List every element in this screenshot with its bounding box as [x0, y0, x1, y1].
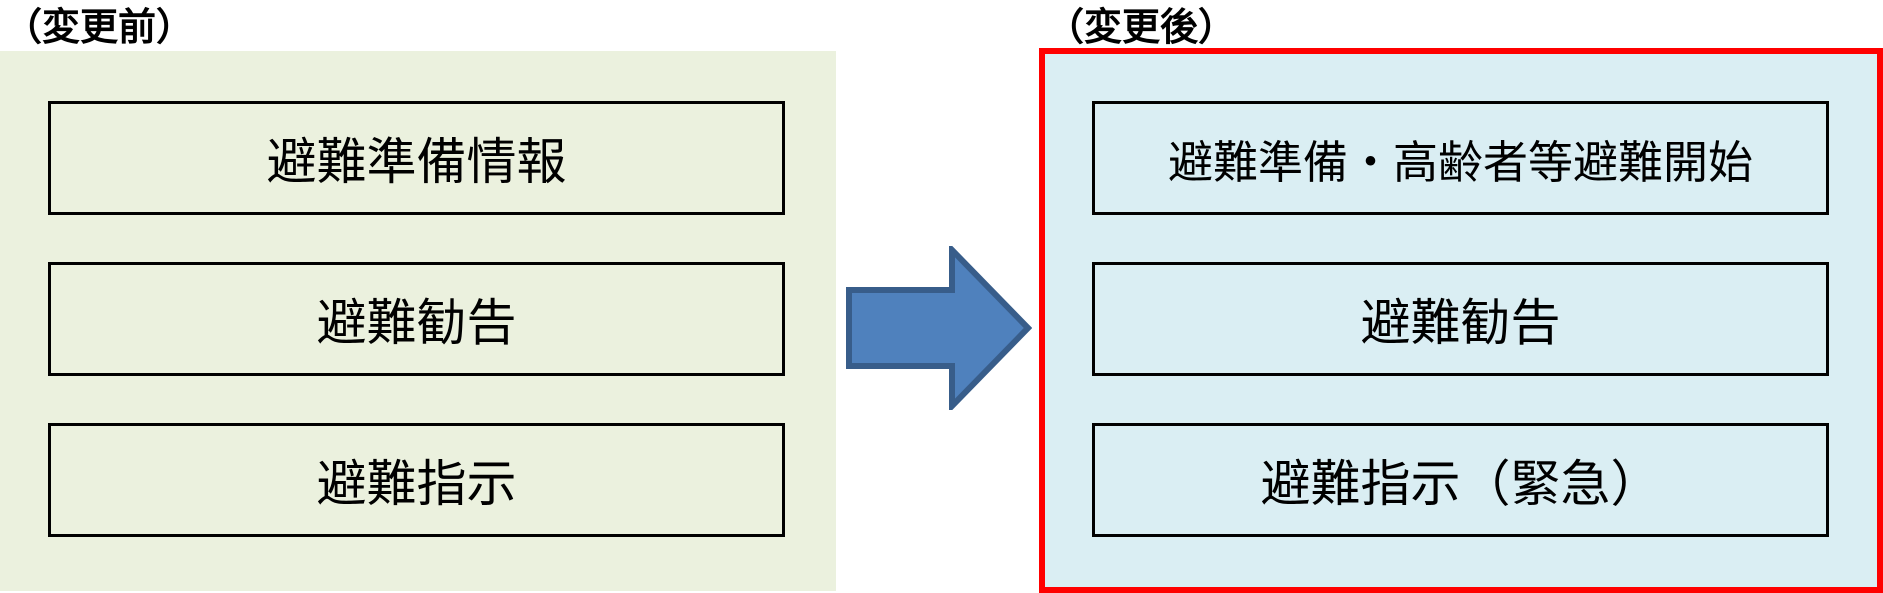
before-level-2-label: 避難勧告	[316, 294, 517, 352]
after-heading: （変更後）	[1046, 5, 1237, 49]
before-level-1-box: 避難準備情報	[48, 101, 785, 215]
after-level-3-box: 避難指示（緊急）	[1092, 423, 1829, 537]
after-level-1-box: 避難準備・高齢者等避難開始	[1092, 101, 1829, 215]
after-level-2-box: 避難勧告	[1092, 262, 1829, 376]
right-arrow-icon	[846, 246, 1032, 410]
right-arrow-shape	[846, 246, 1032, 410]
before-level-2-box: 避難勧告	[48, 262, 785, 376]
before-panel	[0, 51, 836, 591]
before-heading: （変更前）	[4, 5, 195, 49]
after-level-2-label: 避難勧告	[1360, 294, 1561, 352]
before-level-1-label: 避難準備情報	[266, 133, 567, 191]
before-level-3-box: 避難指示	[48, 423, 785, 537]
before-level-3-label: 避難指示	[316, 455, 517, 513]
after-level-1-label: 避難準備・高齢者等避難開始	[1167, 135, 1753, 189]
after-panel	[1039, 48, 1883, 593]
after-level-3-label: 避難指示（緊急）	[1260, 455, 1661, 513]
